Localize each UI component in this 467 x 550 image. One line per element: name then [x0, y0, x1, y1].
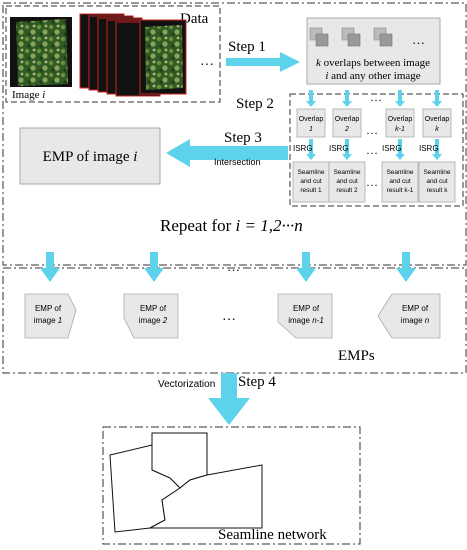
result-1-line-1: Seamline: [297, 169, 324, 176]
result-k-1-line-2: and cut: [389, 178, 411, 185]
overlap-arrow-k: [432, 90, 442, 107]
overlap-column-k: Overlap k ISRG Seamline and cut result k: [418, 90, 456, 203]
isrg-label-k: ISRG: [419, 144, 439, 153]
isrg-arrow-k: [432, 139, 442, 160]
isrg-label-1: ISRG: [293, 144, 313, 153]
overlaps-box: … k overlaps between image i and any oth…: [306, 17, 441, 85]
step-2-bottom-ellipsis: …: [366, 175, 378, 189]
seamline-network-shapes: [109, 432, 263, 533]
emps-top-ellipsis: …: [227, 259, 240, 274]
intersection-label: Intersection: [214, 157, 261, 167]
image-stack: [79, 13, 187, 97]
overlap-index-1: 1: [309, 126, 313, 133]
emp-tile-2-line-2: image 2: [139, 316, 168, 325]
overlap-arrow-1: [306, 90, 316, 107]
emps-frame: [2, 267, 467, 374]
emps-arrow-2: [144, 252, 164, 282]
emps-label: EMPs: [338, 348, 375, 364]
step-1-arrow: [226, 52, 300, 72]
overlap-index-2: 2: [344, 126, 349, 133]
step-4-arrow: [208, 373, 250, 425]
overlap-index-k: k: [435, 126, 439, 133]
image-i-label: Image i: [12, 89, 45, 101]
repeat-text: Repeat for i = 1,2···n: [160, 216, 303, 235]
overlap-arrow-k-1: [395, 90, 405, 107]
seamline-network-label: Seamline network: [218, 527, 327, 543]
isrg-label-k-1: ISRG: [382, 144, 402, 153]
emp-tile-n-1: EMP of image n-1: [277, 293, 333, 339]
step-2-isrg-ellipsis: …: [366, 143, 378, 157]
emp-tile-n-1-line-1: EMP of: [293, 304, 320, 313]
overlap-column-2: Overlap 2 ISRG Seamline and cut result 2: [328, 90, 366, 203]
data-ellipsis: …: [200, 54, 214, 69]
emp-tile-n: EMP of image n: [377, 293, 441, 339]
emps-arrow-n: [396, 252, 416, 282]
overlap-label-2: Overlap: [335, 116, 360, 123]
step-3-label: Step 3: [224, 130, 262, 146]
overlap-column-1: Overlap 1 ISRG Seamline and cut result 1: [292, 90, 330, 203]
emp-tile-1-line-2: image 1: [34, 316, 62, 325]
overlaps-ellipsis: …: [412, 32, 425, 47]
overlap-arrow-2: [342, 90, 352, 107]
result-k-line-3: result k: [427, 187, 449, 194]
overlap-column-k-1: Overlap k-1 ISRG Seamline and cut result…: [381, 90, 419, 203]
result-k-1-line-3: result k-1: [387, 187, 414, 194]
result-k-line-2: and cut: [426, 178, 448, 185]
emp-tile-1-line-1: EMP of: [35, 304, 62, 313]
overlap-label-1: Overlap: [299, 116, 324, 123]
emp-tile-2: EMP of image 2: [123, 293, 179, 339]
step-2-mid-ellipsis: …: [366, 123, 378, 137]
result-1-line-2: and cut: [300, 178, 322, 185]
overlap-label-k-1: Overlap: [388, 116, 413, 123]
emp-tile-2-line-1: EMP of: [140, 304, 167, 313]
outer-frame: [2, 2, 467, 266]
emp-tile-n-line-2: image n: [401, 316, 430, 325]
emps-ellipsis: …: [222, 309, 236, 324]
overlaps-line-2: i and any other image: [325, 70, 420, 82]
emps-arrow-n-1: [296, 252, 316, 282]
isrg-arrow-1: [306, 139, 316, 160]
overlaps-line-1: k overlaps between image: [316, 57, 430, 69]
isrg-label-2: ISRG: [329, 144, 349, 153]
step-4-label: Step 4: [238, 374, 276, 390]
step-2-top-ellipsis: …: [370, 90, 382, 104]
emp-box: [19, 127, 161, 185]
overlap-label-k: Overlap: [425, 116, 450, 123]
result-2-line-2: and cut: [336, 178, 358, 185]
step-3-arrow: [166, 139, 288, 167]
emp-tile-n-line-1: EMP of: [402, 304, 429, 313]
emp-box-text: EMP of image i: [43, 149, 138, 165]
step-2-box: [289, 93, 464, 207]
emp-tile-1: EMP of image 1: [24, 293, 77, 339]
step-1-label: Step 1: [228, 39, 266, 55]
emps-arrow-1: [40, 252, 60, 282]
result-2-line-1: Seamline: [333, 169, 360, 176]
data-title: Data: [180, 11, 209, 27]
step-2-label: Step 2: [236, 96, 274, 112]
vectorization-label: Vectorization: [158, 379, 215, 390]
result-k-line-1: Seamline: [423, 169, 450, 176]
result-1-line-3: result 1: [300, 187, 322, 194]
result-2-line-3: result 2: [336, 187, 358, 194]
isrg-arrow-k-1: [395, 139, 405, 160]
result-k-1-line-1: Seamline: [386, 169, 413, 176]
overlap-index-k-1: k-1: [395, 126, 405, 133]
image-i-thumbnail: [10, 17, 72, 87]
isrg-arrow-2: [342, 139, 352, 160]
emp-tile-n-1-line-2: image n-1: [288, 316, 324, 325]
